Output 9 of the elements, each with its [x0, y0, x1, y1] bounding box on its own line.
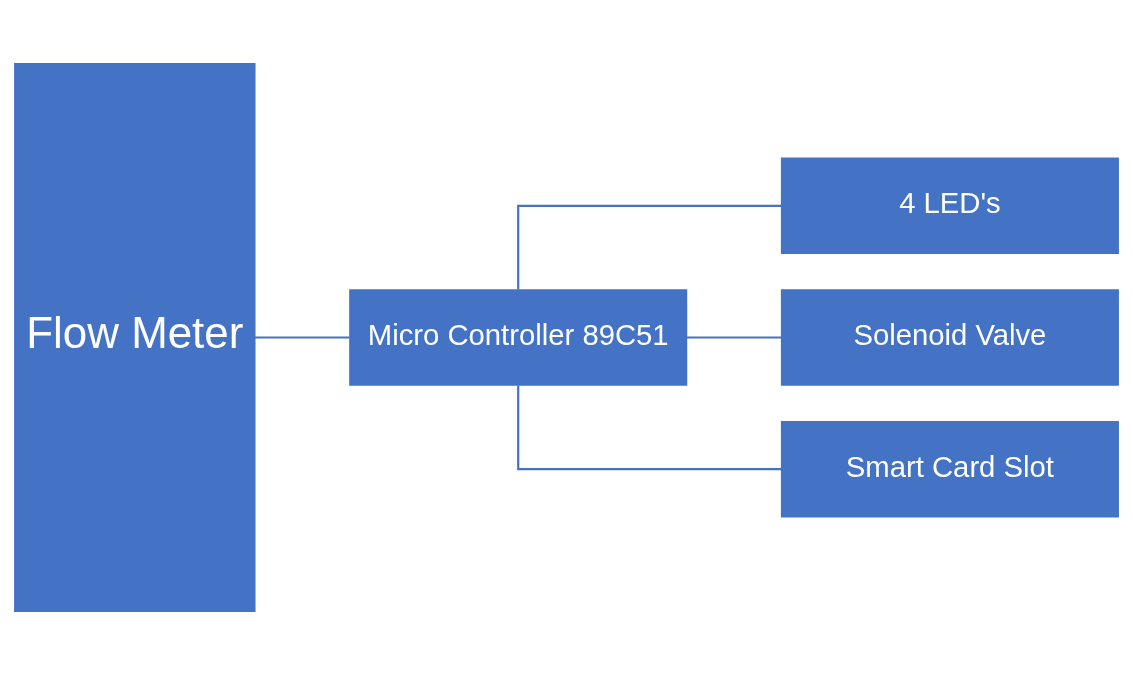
- connector: [255, 336, 350, 339]
- node-box: Flow Meter: [14, 63, 256, 612]
- connector: [517, 385, 782, 471]
- node-box: Solenoid Valve: [780, 289, 1119, 386]
- connector: [686, 336, 782, 339]
- connector: [517, 204, 782, 290]
- node-box: Smart Card Slot: [780, 420, 1119, 518]
- node-box: 4 LED's: [780, 157, 1119, 255]
- node-box: Micro Controller 89C51: [349, 289, 688, 386]
